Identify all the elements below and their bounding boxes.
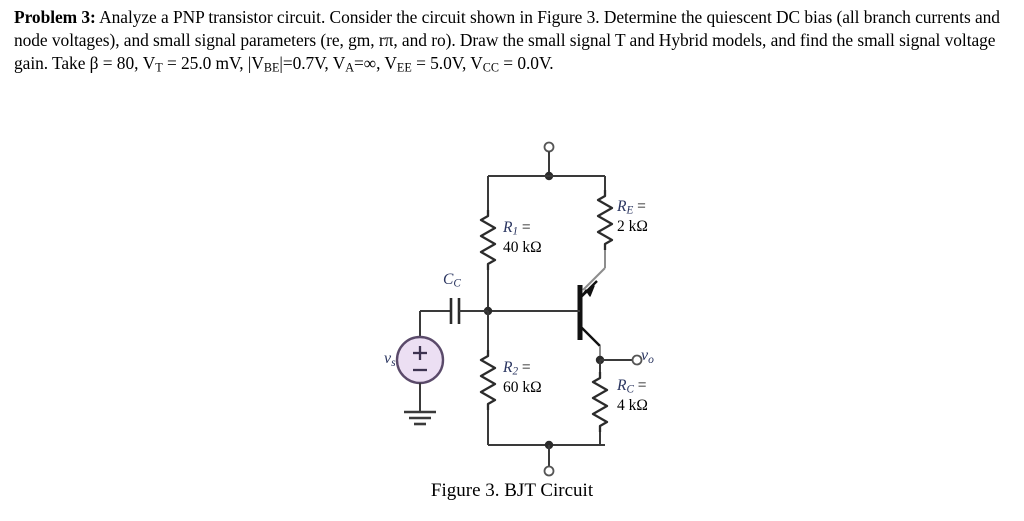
problem-line-1: Analyze a PNP transistor circuit. Consid… xyxy=(95,7,703,27)
resistor-r2-symbol xyxy=(479,350,497,410)
label-r2: R2 =60 kΩ xyxy=(503,359,542,397)
figure-3: R1 =40 kΩ RE =2 kΩ R2 =60 kΩ RC =4 kΩ CC… xyxy=(0,120,1024,521)
figure-caption: Figure 3. BJT Circuit xyxy=(430,480,594,501)
label-vs: vs xyxy=(384,350,396,369)
transistor-collector-segment xyxy=(579,325,601,347)
circuit-diagram xyxy=(395,141,643,477)
problem-line-4: VT = 25.0 mV, |VBE|=0.7V, VA=∞, VEE = 5.… xyxy=(142,53,554,76)
label-re: RE =2 kΩ xyxy=(617,198,648,236)
resistor-re-symbol xyxy=(596,190,614,250)
pnp-emitter-arrow-icon xyxy=(579,285,595,299)
label-rc: RC =4 kΩ xyxy=(617,377,648,415)
output-terminal-open-circle xyxy=(631,354,643,366)
label-r1: R1 =40 kΩ xyxy=(503,219,542,257)
problem-line-2: quiescent DC bias (all branch currents a… xyxy=(14,7,1000,51)
problem-statement: Problem 3: Analyze a PNP transistor circ… xyxy=(14,6,1010,80)
emitter-diagonal-wire xyxy=(582,267,606,291)
problem-line-3: ro). Draw the small signal T and Hybrid … xyxy=(14,30,996,74)
top-terminal-open-circle xyxy=(543,141,555,153)
resistor-r1-symbol xyxy=(479,210,497,270)
bottom-terminal-open-circle xyxy=(543,465,555,477)
problem-label: Problem 3: xyxy=(14,7,96,27)
resistor-rc-symbol xyxy=(591,372,609,432)
label-cc: CC xyxy=(443,271,461,290)
label-vo: vo xyxy=(641,347,654,366)
